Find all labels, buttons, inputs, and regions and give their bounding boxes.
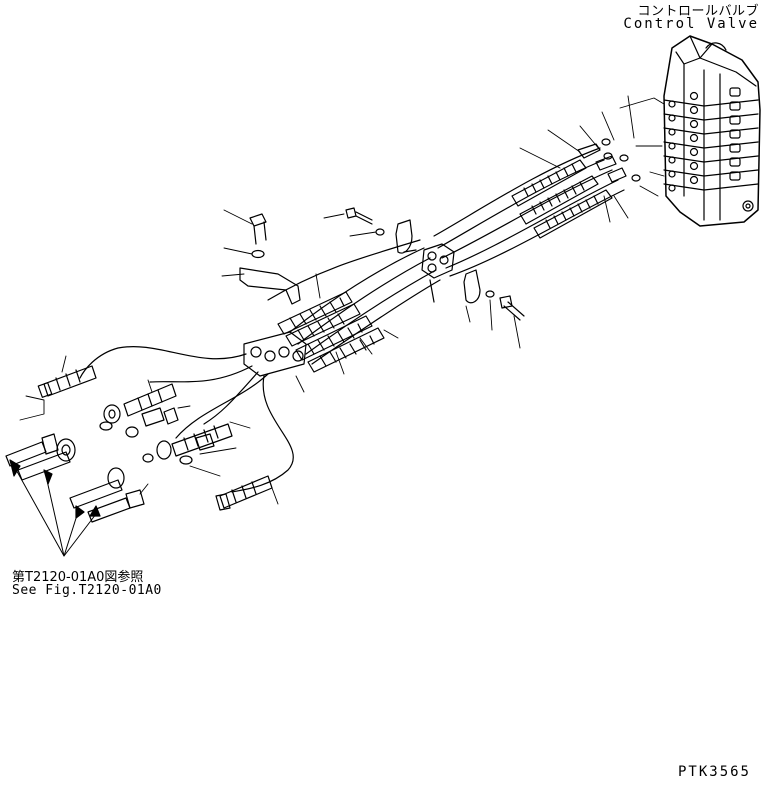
pipe-group-lower-left — [6, 434, 148, 522]
control-valve — [664, 36, 760, 226]
hose-sleeves-upper — [512, 144, 626, 238]
bracket-clip-lower — [464, 270, 524, 348]
control-valve-label-jp: コントロールバルブ — [637, 4, 759, 19]
hose-sleeves-middle — [278, 292, 384, 372]
clamp-block-lower — [244, 332, 306, 392]
reference-note-jp: 第T2120-01A0図参照 — [12, 570, 144, 585]
valve-port-leaders — [548, 96, 664, 196]
control-valve-label-en: Control Valve — [623, 16, 759, 32]
bolt-upper-mid — [324, 208, 384, 236]
fitting-left-2 — [104, 380, 176, 423]
fitting-left-1 — [20, 356, 96, 420]
reference-note-en: See Fig.T2120-01A0 — [12, 583, 162, 598]
fitting-left-5 — [216, 476, 278, 510]
clamp-block-middle — [422, 244, 454, 302]
bracket-clip-upper — [396, 220, 416, 253]
sleeve-leaders-middle — [316, 274, 398, 374]
hoses-left — [80, 347, 293, 492]
sleeve-leaders-upper — [520, 148, 628, 222]
drawing-code: PTK3565 — [677, 764, 751, 780]
reference-arrows — [10, 460, 100, 556]
fitting-left-4 — [143, 422, 250, 476]
bracket-plate-top — [222, 268, 300, 304]
valve-spool-rows — [664, 88, 758, 211]
bolt-top-left — [224, 210, 266, 258]
fitting-left-3 — [100, 406, 190, 437]
